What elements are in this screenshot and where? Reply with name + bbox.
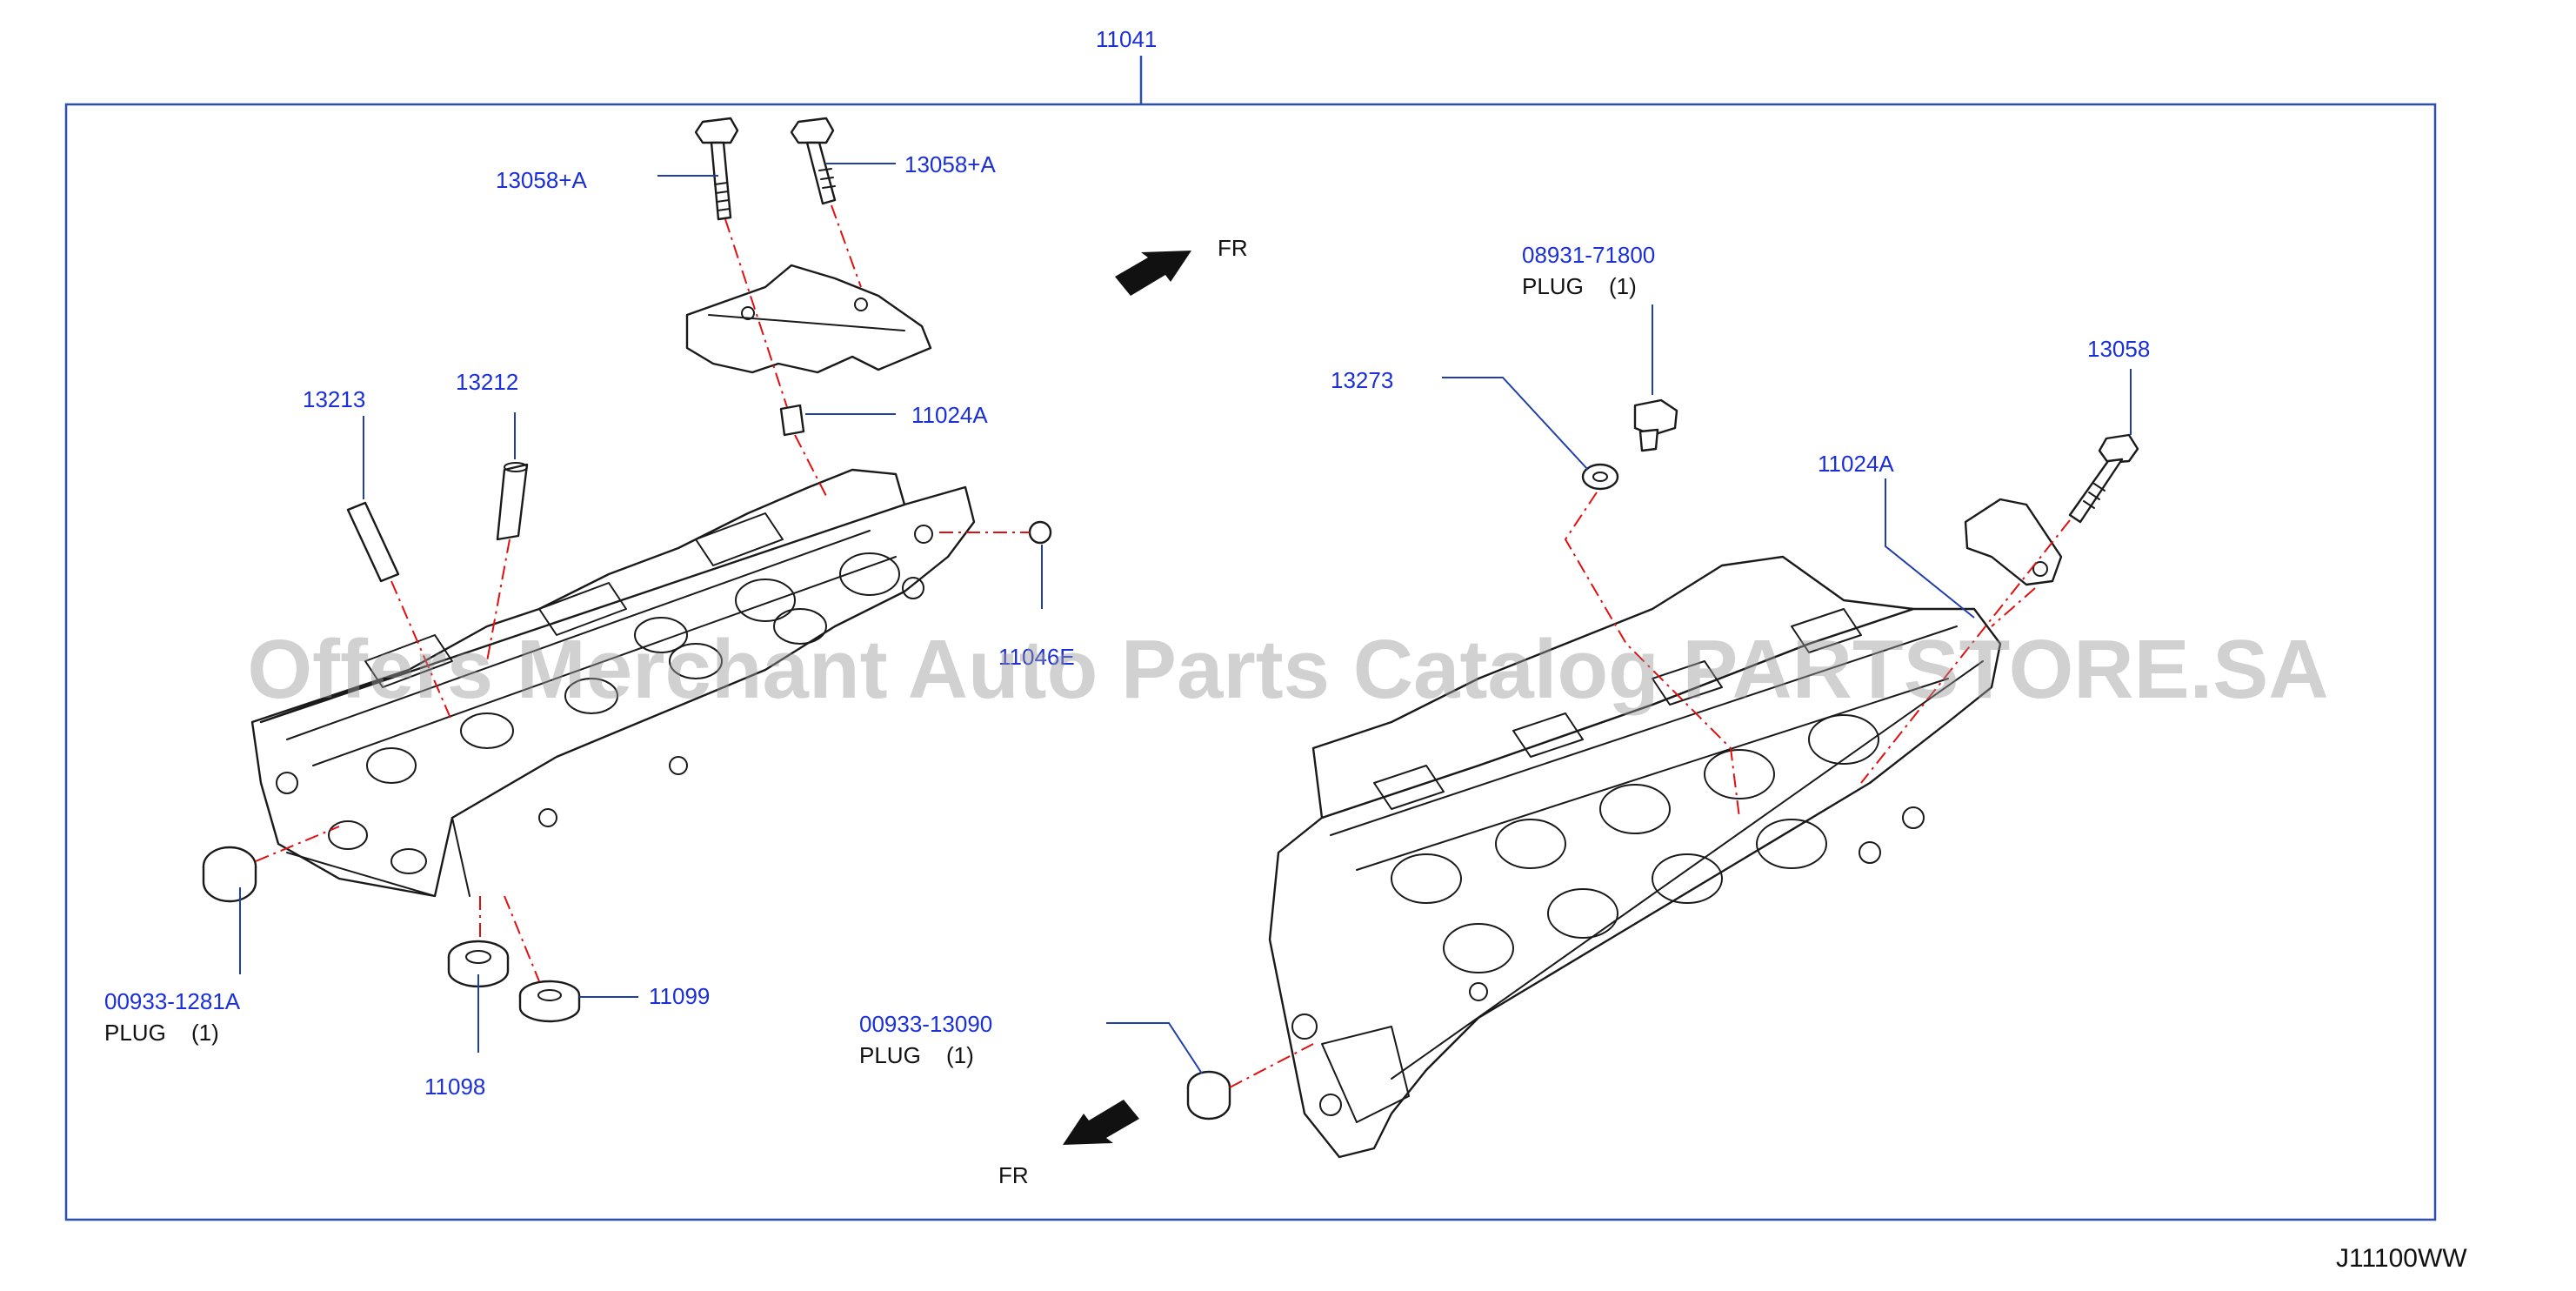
label-washer-13273[interactable]: 13273 — [1331, 367, 1393, 393]
centerline — [255, 826, 340, 862]
centerline — [504, 895, 540, 982]
label-obscured-11046e[interactable]: 11046E — [998, 644, 1075, 670]
label-bolt-a-right[interactable]: 13058+A — [904, 151, 996, 177]
bolt-a-left[interactable] — [694, 117, 739, 221]
centerline — [831, 204, 862, 288]
guide-13212[interactable] — [496, 462, 529, 541]
label-plug-left-number[interactable]: 00933-1281A — [104, 988, 241, 1014]
plug-left[interactable] — [202, 846, 257, 903]
centerline — [486, 538, 511, 662]
label-guide-13212[interactable]: 13212 — [456, 369, 518, 395]
watermark: Offers Merchant Auto Parts Catalog PARTS… — [247, 623, 2328, 716]
right-camshaft-bracket[interactable] — [1964, 498, 2063, 586]
right-cylinder-head[interactable] — [1268, 555, 2002, 1159]
bolt-13058[interactable] — [2068, 433, 2139, 524]
centerline — [1564, 492, 1740, 819]
washer-13273[interactable] — [1581, 463, 1619, 491]
bolt-a-right[interactable] — [790, 117, 837, 205]
dowel-11024a-left[interactable] — [779, 404, 805, 437]
centerline — [390, 580, 453, 723]
seal-11099[interactable] — [518, 980, 581, 1023]
centerline — [1229, 1043, 1314, 1088]
label-bracket-11024a-right[interactable]: 11024A — [1818, 451, 1894, 477]
front-arrow-top — [1115, 251, 1191, 296]
front-arrow-bottom — [1063, 1100, 1139, 1145]
left-camshaft-bracket[interactable] — [685, 264, 932, 374]
label-plug-left-qty: (1) — [191, 1020, 219, 1046]
left-cylinder-head[interactable] — [250, 468, 976, 898]
leader — [1885, 478, 1975, 619]
label-fr-top: FR — [1218, 235, 1248, 261]
centerline — [1991, 587, 2036, 627]
label-bracket-11024a-left[interactable]: 11024A — [911, 402, 988, 428]
centerline — [724, 218, 788, 408]
label-bolt-13058[interactable]: 13058 — [2087, 336, 2150, 362]
leader — [1106, 1022, 1203, 1074]
plug-00933-13090[interactable] — [1186, 1070, 1231, 1120]
label-plug-00933-13090-name: PLUG — [859, 1042, 921, 1068]
centerline — [1860, 519, 2071, 784]
label-plug-08931-qty: (1) — [1609, 273, 1637, 299]
ball-plug-left[interactable] — [1028, 520, 1052, 545]
label-bolt-a-left[interactable]: 13058+A — [496, 167, 587, 193]
label-plug-left-name: PLUG — [104, 1020, 166, 1046]
label-plug-08931-number[interactable]: 08931-71800 — [1522, 242, 1655, 268]
seal-11098[interactable] — [447, 940, 510, 988]
label-seal-11099[interactable]: 11099 — [649, 983, 710, 1009]
plug-08931-71800[interactable] — [1633, 398, 1678, 452]
diagram-code: J11100WW — [2336, 1244, 2467, 1273]
label-fr-bottom: FR — [998, 1162, 1029, 1188]
label-plug-08931-name: PLUG — [1522, 273, 1584, 299]
guide-13213[interactable] — [346, 501, 400, 583]
assembly-number-label[interactable]: 11041 — [1096, 26, 1157, 52]
label-plug-00933-13090-qty: (1) — [946, 1042, 974, 1068]
label-guide-13213[interactable]: 13213 — [303, 386, 365, 412]
leader — [1442, 377, 1589, 471]
label-plug-00933-13090-number[interactable]: 00933-13090 — [859, 1011, 992, 1037]
centerline — [794, 434, 827, 497]
assembly-frame — [64, 103, 2437, 1221]
label-seal-11098[interactable]: 11098 — [424, 1074, 485, 1100]
